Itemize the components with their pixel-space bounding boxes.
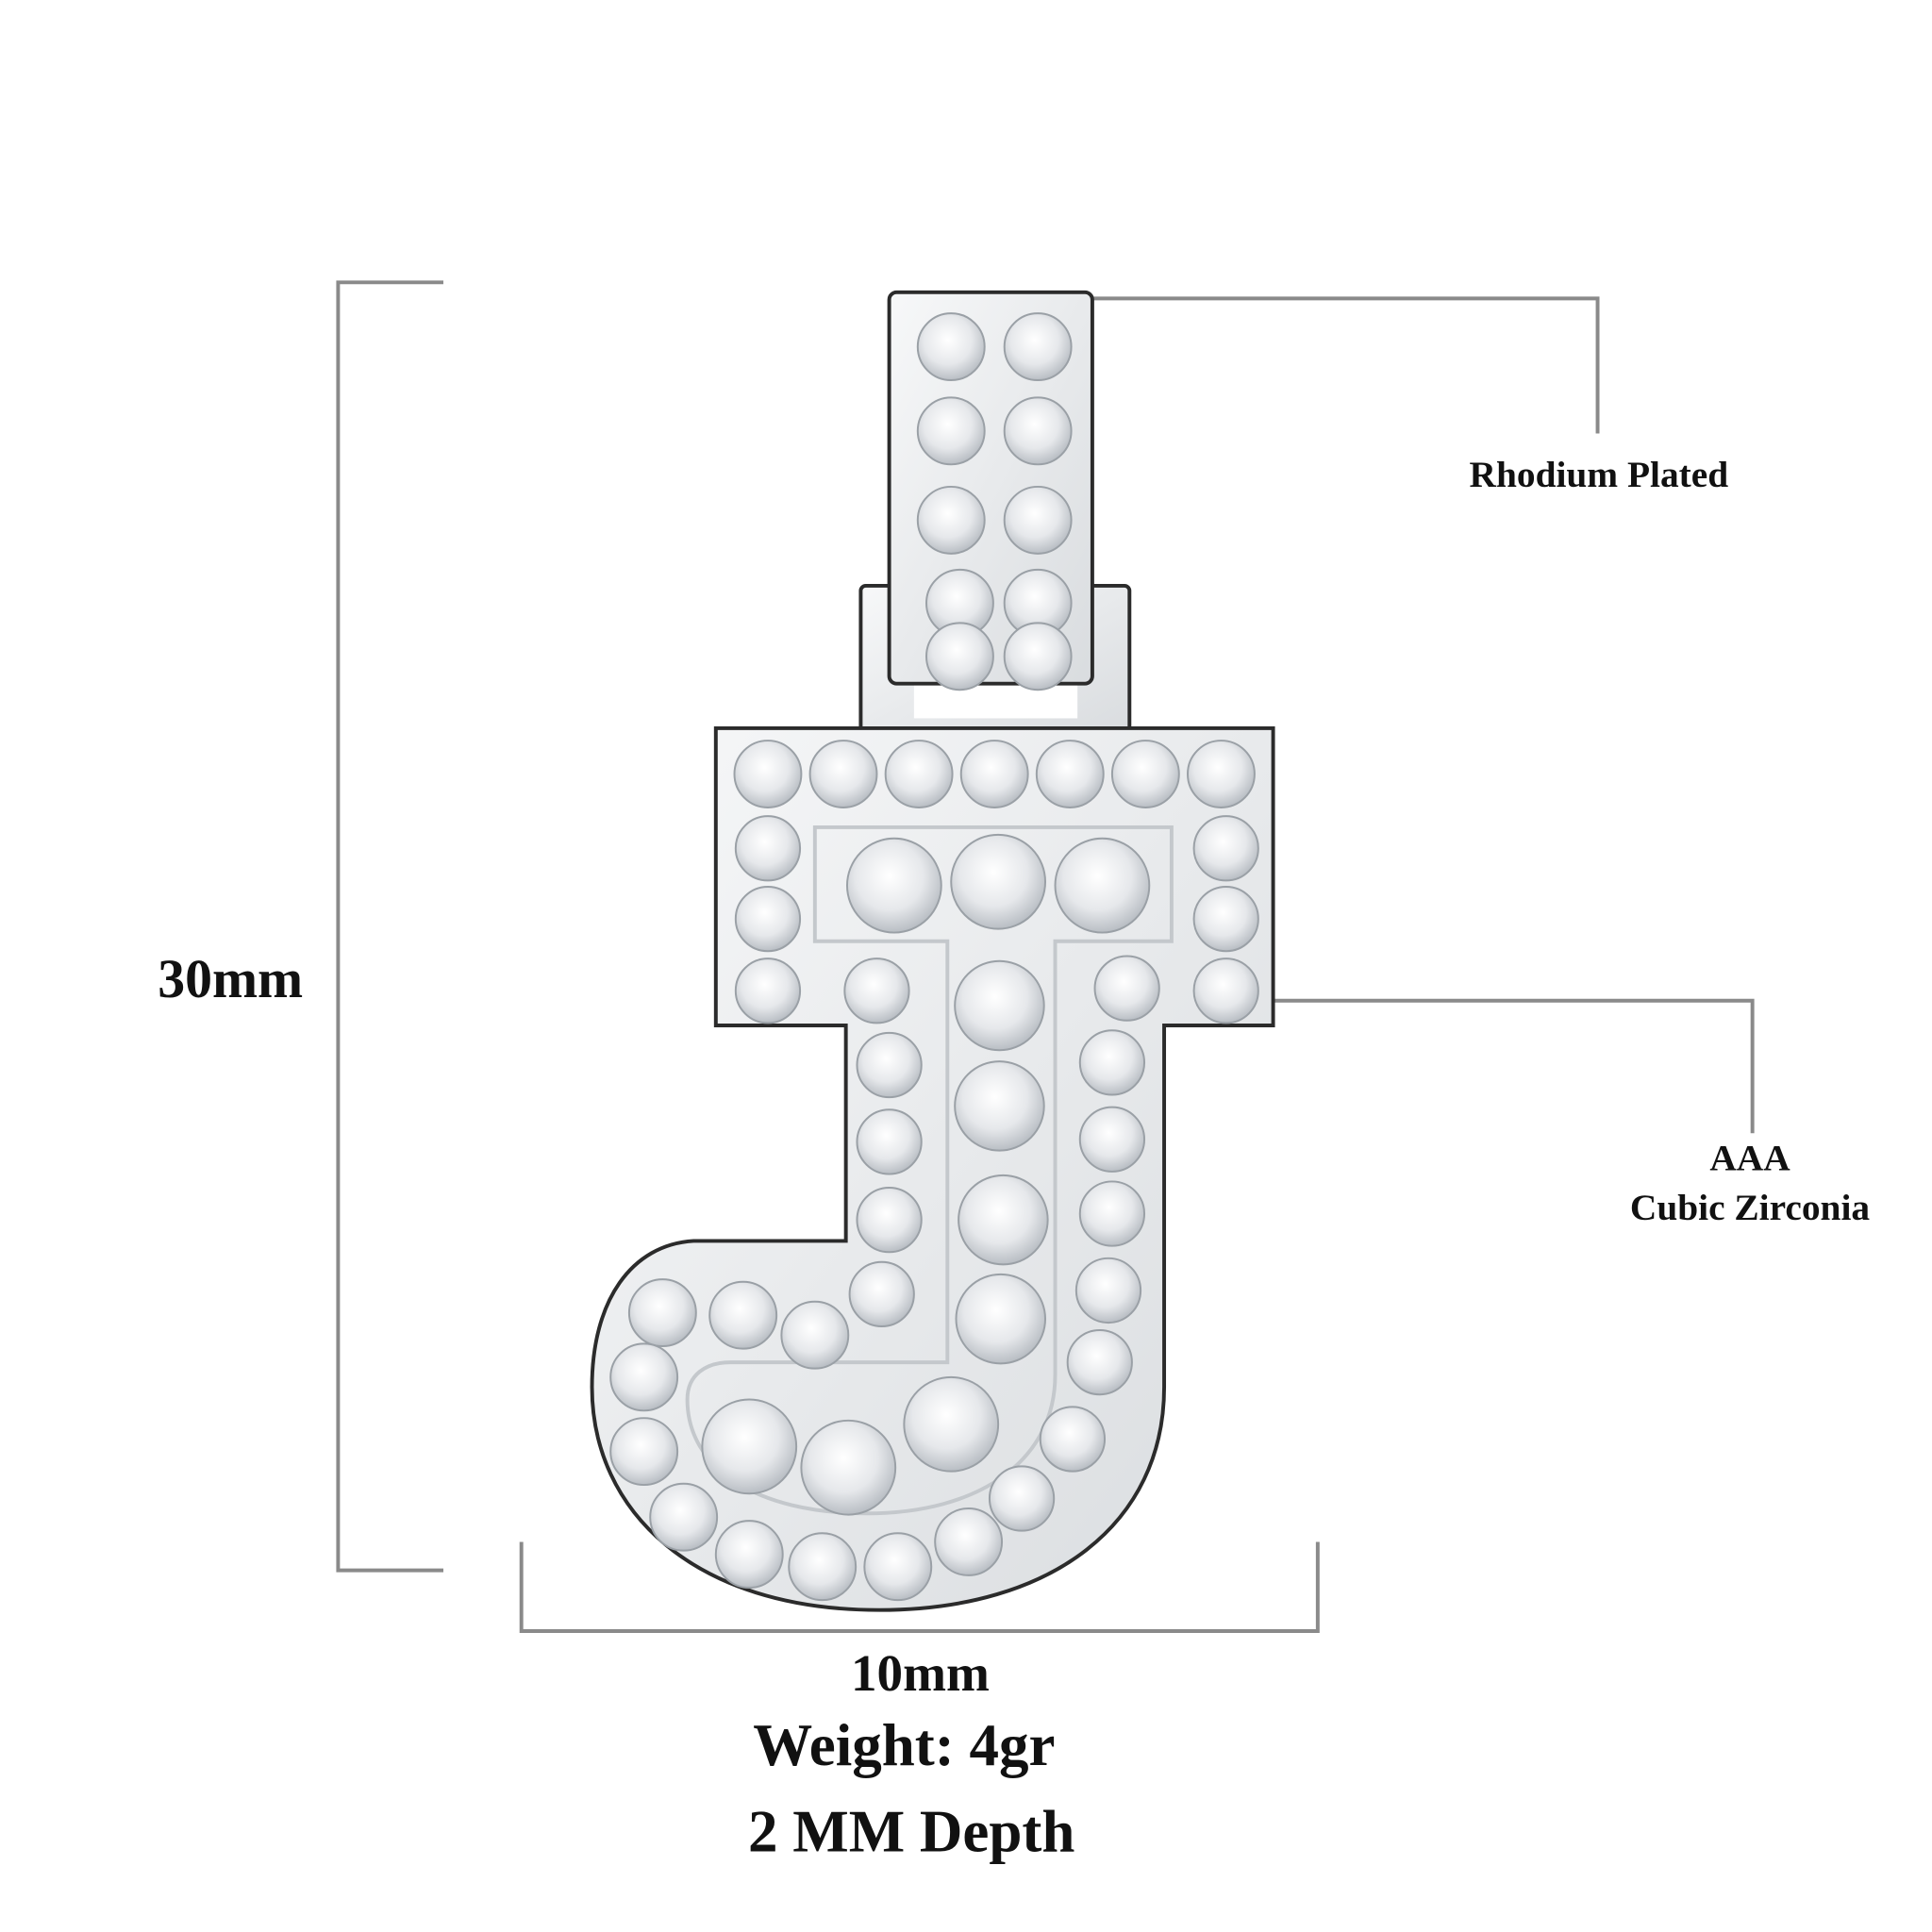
cz-stone [788,1532,858,1602]
cz-stone [1192,885,1259,953]
weight-label: Weight: 4gr [753,1712,1055,1778]
letter-j-pendant [590,290,1275,1612]
cz-stone [734,885,802,953]
cz-stone [701,1398,798,1495]
width-dimension-bracket [519,1541,1320,1633]
cz-stone [1078,1029,1146,1096]
cz-stone [733,740,803,808]
cz-stone [780,1300,850,1370]
cz-stone [988,1465,1056,1532]
stone-grade-callout: AAA [1709,1138,1790,1179]
cz-stone [958,1174,1049,1266]
cz-stone [843,958,910,1024]
cz-stone [1003,485,1073,555]
cz-stone [800,1419,897,1516]
cz-stone [856,1031,923,1099]
cz-stone [714,1520,784,1590]
cz-stone [1003,622,1073,691]
cz-stone [649,1482,719,1552]
cz-stone [903,1375,1000,1473]
cz-stone [1192,958,1259,1024]
cz-stone [808,740,878,808]
cz-stone [925,622,994,691]
cz-stone [1078,1106,1146,1173]
cz-stone [1192,815,1259,882]
cubic-zirconia-stones [609,312,1259,1602]
cz-stone [1003,312,1073,382]
cz-stone [916,485,986,555]
cz-stone [1066,1328,1133,1396]
cz-stone [856,1108,923,1175]
height-label: 30mm [158,950,303,1009]
stone-leader-line [1158,998,1755,1134]
cz-stone [1078,1180,1146,1247]
cz-stone [1003,396,1073,466]
cz-stone [916,312,986,382]
cz-stone [848,1260,915,1328]
stone-type-callout: Cubic Zirconia [1630,1187,1870,1228]
cz-stone [954,1060,1045,1152]
cz-stone [1187,740,1256,808]
width-label: 10mm [851,1644,990,1702]
cz-stone [609,1342,679,1412]
cz-stone [863,1532,933,1602]
cz-stone [845,837,942,934]
cz-stone [708,1280,778,1350]
cz-stone [1110,740,1180,808]
cz-stone [856,1187,923,1254]
depth-label: 2 MM Depth [748,1799,1074,1865]
cz-stone [955,1273,1047,1365]
cz-stone [627,1278,697,1348]
plating-callout: Rhodium Plated [1470,454,1729,495]
cz-stone [734,815,802,882]
cz-stone [734,958,802,1024]
cz-stone [934,1507,1004,1576]
cz-stone [609,1417,679,1487]
cz-stone [884,740,954,808]
cz-stone [1074,1257,1142,1324]
cz-stone [1035,740,1105,808]
cz-stone [1093,955,1160,1022]
cz-stone [950,833,1047,930]
cz-stone [1054,837,1151,934]
cz-stone [954,959,1045,1052]
height-dimension-bracket [336,280,443,1573]
cz-stone [1039,1406,1107,1473]
cz-stone [916,396,986,466]
plating-leader-line [1090,296,1600,434]
cz-stone [959,740,1029,808]
